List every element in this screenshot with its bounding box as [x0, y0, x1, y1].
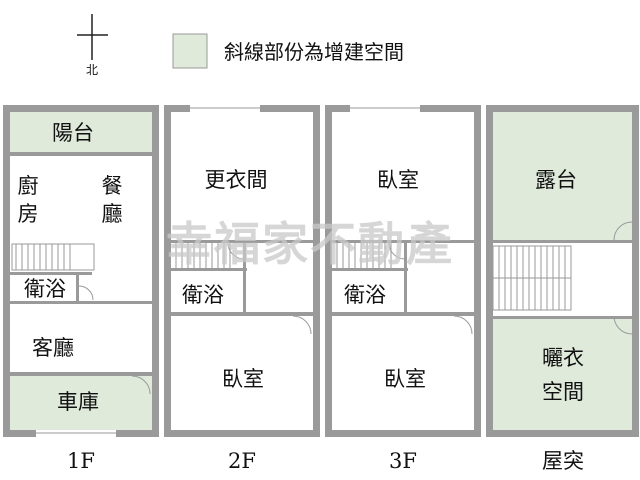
room-label-kitchen-1f-line2: 房: [18, 202, 39, 226]
room-label-bath-1f: 衛浴: [24, 277, 66, 301]
room-label-bedroom-2f: 臥室: [222, 367, 264, 391]
legend-swatch: [172, 33, 208, 69]
watermark-text: 幸福家不動產: [166, 217, 454, 271]
room-label-dressing-2f: 更衣間: [205, 168, 268, 192]
floor-roof-plan: [486, 105, 639, 437]
floor-2f-plan: [164, 105, 320, 437]
legend-label: 斜線部份為增建空間: [224, 40, 404, 64]
floor-label-roof: 屋突: [542, 449, 584, 473]
floor-label-3f: 3F: [389, 449, 417, 473]
room-label-terrace-roof: 露台: [535, 168, 577, 192]
room-label-bath-2f: 衛浴: [182, 283, 224, 307]
stairs-3f: [336, 243, 392, 268]
room-label-garage-1f: 車庫: [57, 390, 99, 414]
floor-label-1f: 1F: [67, 449, 95, 473]
floor-1f-plan: [3, 105, 159, 437]
room-label-bath-3f: 衛浴: [344, 283, 386, 307]
stairs-2f: [175, 243, 231, 268]
stairs-1f: [15, 244, 71, 270]
room-label-dining-1f-line1: 餐: [102, 174, 123, 198]
room-label-dining-1f-line2: 廳: [102, 202, 123, 226]
floor-label-2f: 2F: [228, 449, 256, 473]
room-label-laundry-roof-line2: 空間: [542, 380, 584, 404]
room-label-kitchen-1f-line1: 廚: [18, 174, 39, 198]
room-label-bedroom-top-3f: 臥室: [377, 168, 419, 192]
north-arrow-icon: 北: [77, 14, 108, 77]
room-label-laundry-roof-line1: 曬衣: [542, 346, 584, 370]
room-label-living-1f: 客廳: [32, 336, 74, 360]
room-label-bedroom-bottom-3f: 臥室: [384, 367, 426, 391]
stairs-roof: [492, 245, 572, 311]
north-label: 北: [86, 63, 98, 77]
room-label-balcony-1f: 陽台: [52, 121, 94, 145]
floor-3f-plan: [325, 105, 481, 437]
